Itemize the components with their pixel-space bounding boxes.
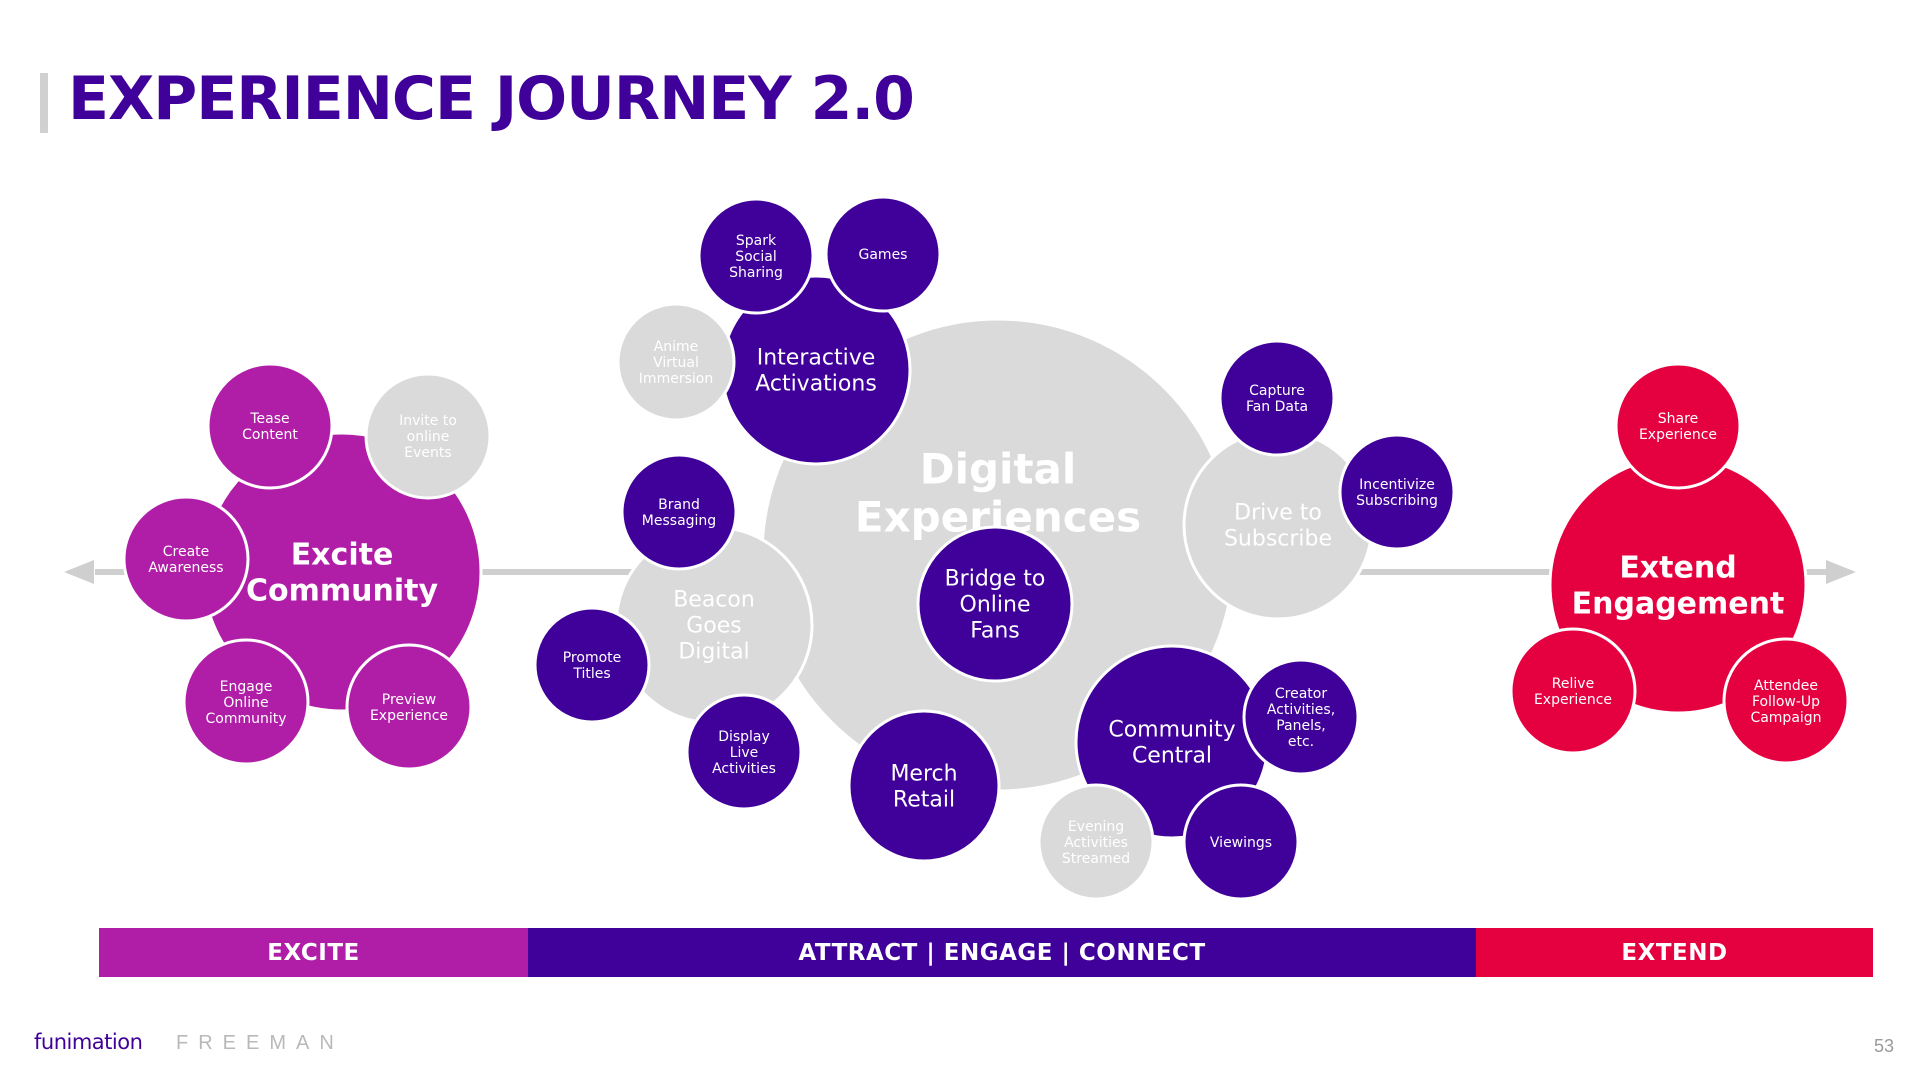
node-preview-experience-circle <box>345 643 473 771</box>
node-attendee-followup-circle <box>1722 637 1850 765</box>
node-create-awareness-circle <box>122 495 250 623</box>
band-extend: EXTEND <box>1476 928 1873 977</box>
node-creator-activities-circle <box>1242 658 1360 776</box>
node-brand-messaging-circle <box>620 453 738 571</box>
node-share-experience-circle <box>1614 362 1742 490</box>
node-invite-online-events-circle <box>364 372 492 500</box>
freeman-logo: FREEMAN <box>176 1032 344 1054</box>
node-relive-experience-circle <box>1509 627 1637 755</box>
band-extend-label: EXTEND <box>1621 939 1728 966</box>
page-title: EXPERIENCE JOURNEY 2.0 <box>68 64 915 134</box>
left-arrow-head <box>64 560 94 584</box>
node-capture-fan-data-circle <box>1218 339 1336 457</box>
node-viewings: ViewingsViewings <box>1182 783 1300 901</box>
right-arrow-head <box>1826 560 1856 584</box>
page-number: 53 <box>1873 1036 1894 1056</box>
node-viewings-circle <box>1182 783 1300 901</box>
node-evening-activities-circle <box>1037 783 1155 901</box>
node-games: GamesGames <box>824 195 942 313</box>
band-excite: EXCITE <box>99 928 528 977</box>
funimation-logo: funimation <box>34 1030 143 1054</box>
band-attract-engage-connect-label: ATTRACT | ENGAGE | CONNECT <box>798 939 1206 966</box>
title-accent-bar <box>40 73 48 133</box>
node-tease-content-circle <box>206 362 334 490</box>
node-games-label: Games <box>859 247 908 263</box>
node-display-live-activities-circle <box>685 693 803 811</box>
node-bridge-online-fans-circle <box>916 525 1074 683</box>
node-engage-online-community-circle <box>182 638 310 766</box>
node-games-circle <box>824 195 942 313</box>
node-viewings-label: Viewings <box>1210 835 1272 851</box>
band-excite-label: EXCITE <box>267 939 360 966</box>
band-attract-engage-connect: ATTRACT | ENGAGE | CONNECT <box>528 928 1476 977</box>
node-anime-virtual-immersion-circle <box>616 302 736 422</box>
node-incentivize-subscribing-circle <box>1338 433 1456 551</box>
node-spark-social-sharing-circle <box>697 197 815 315</box>
node-merch-retail-circle <box>847 709 1001 863</box>
node-promote-titles-circle <box>533 606 651 724</box>
